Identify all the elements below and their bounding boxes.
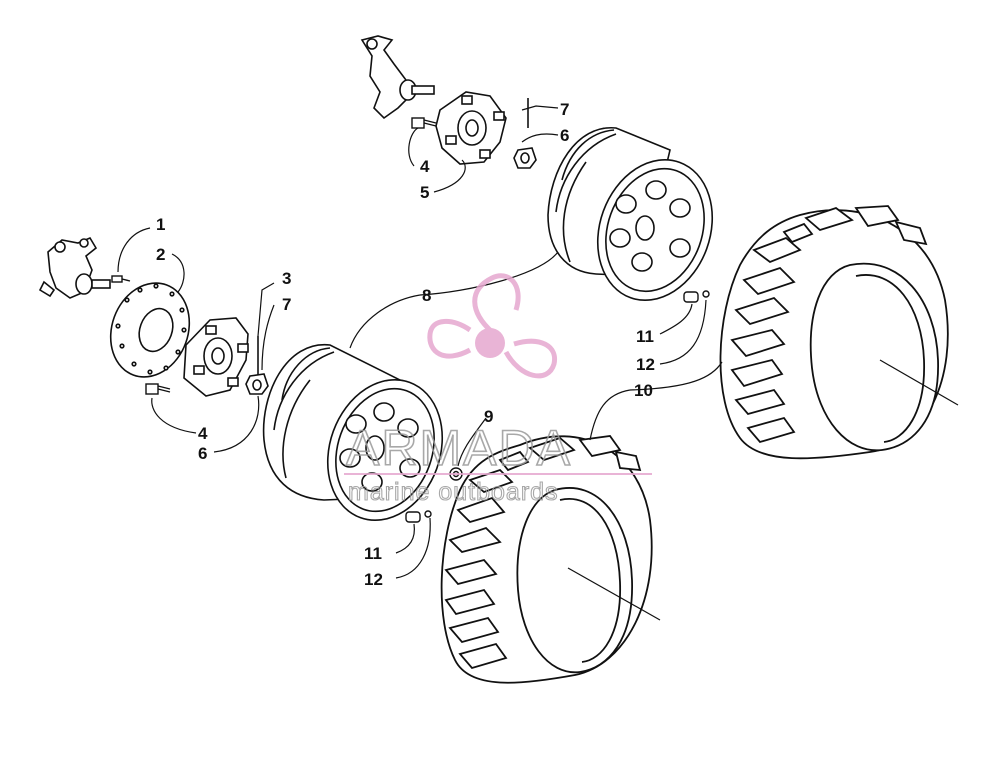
callout-12-right: 12	[636, 355, 655, 374]
callout-11-right: 11	[636, 327, 654, 346]
callout-4-right: 4	[420, 157, 430, 176]
armada-watermark: ARMADA marine outboards	[344, 273, 652, 507]
callout-9: 9	[484, 407, 493, 426]
leader-lines	[117, 105, 959, 621]
callout-10: 10	[634, 381, 653, 400]
right-tire	[719, 205, 949, 460]
callout-6-left: 6	[198, 444, 207, 463]
left-castle-nut	[245, 373, 269, 395]
propeller-logo	[427, 273, 558, 379]
callout-5: 5	[420, 183, 429, 202]
left-valve-stem	[405, 510, 432, 523]
watermark-brand: ARMADA	[346, 420, 572, 476]
right-wheel-rim	[547, 127, 714, 302]
callout-numbers: 1 2 3 7 4 6 7 6 4 5 8 9 10 11 12 11 12	[156, 100, 655, 589]
callout-2: 2	[156, 245, 165, 264]
left-tire	[440, 435, 653, 684]
callout-8: 8	[422, 286, 431, 305]
watermark-tagline: marine outboards	[348, 478, 559, 506]
callout-12-left: 12	[364, 570, 383, 589]
right-valve-stem	[683, 290, 710, 303]
left-steering-knuckle	[38, 236, 111, 299]
right-steering-knuckle	[360, 35, 435, 120]
callout-11-left: 11	[364, 544, 382, 563]
right-hub-stud	[411, 117, 437, 129]
callout-3: 3	[282, 269, 291, 288]
callout-7-right: 7	[560, 100, 569, 119]
left-hub-stud	[145, 383, 171, 395]
left-wheel-rim	[262, 344, 444, 522]
right-castle-nut	[513, 147, 537, 169]
left-wheel-hub	[183, 317, 249, 397]
callout-4-left: 4	[198, 424, 208, 443]
callout-1: 1	[156, 215, 165, 234]
right-wheel-hub	[435, 91, 507, 165]
left-disc-screw	[111, 275, 131, 283]
propeller-hub-icon	[475, 328, 505, 358]
left-brake-disc	[109, 282, 191, 378]
callout-7-left: 7	[282, 295, 291, 314]
callout-6-right: 6	[560, 126, 569, 145]
